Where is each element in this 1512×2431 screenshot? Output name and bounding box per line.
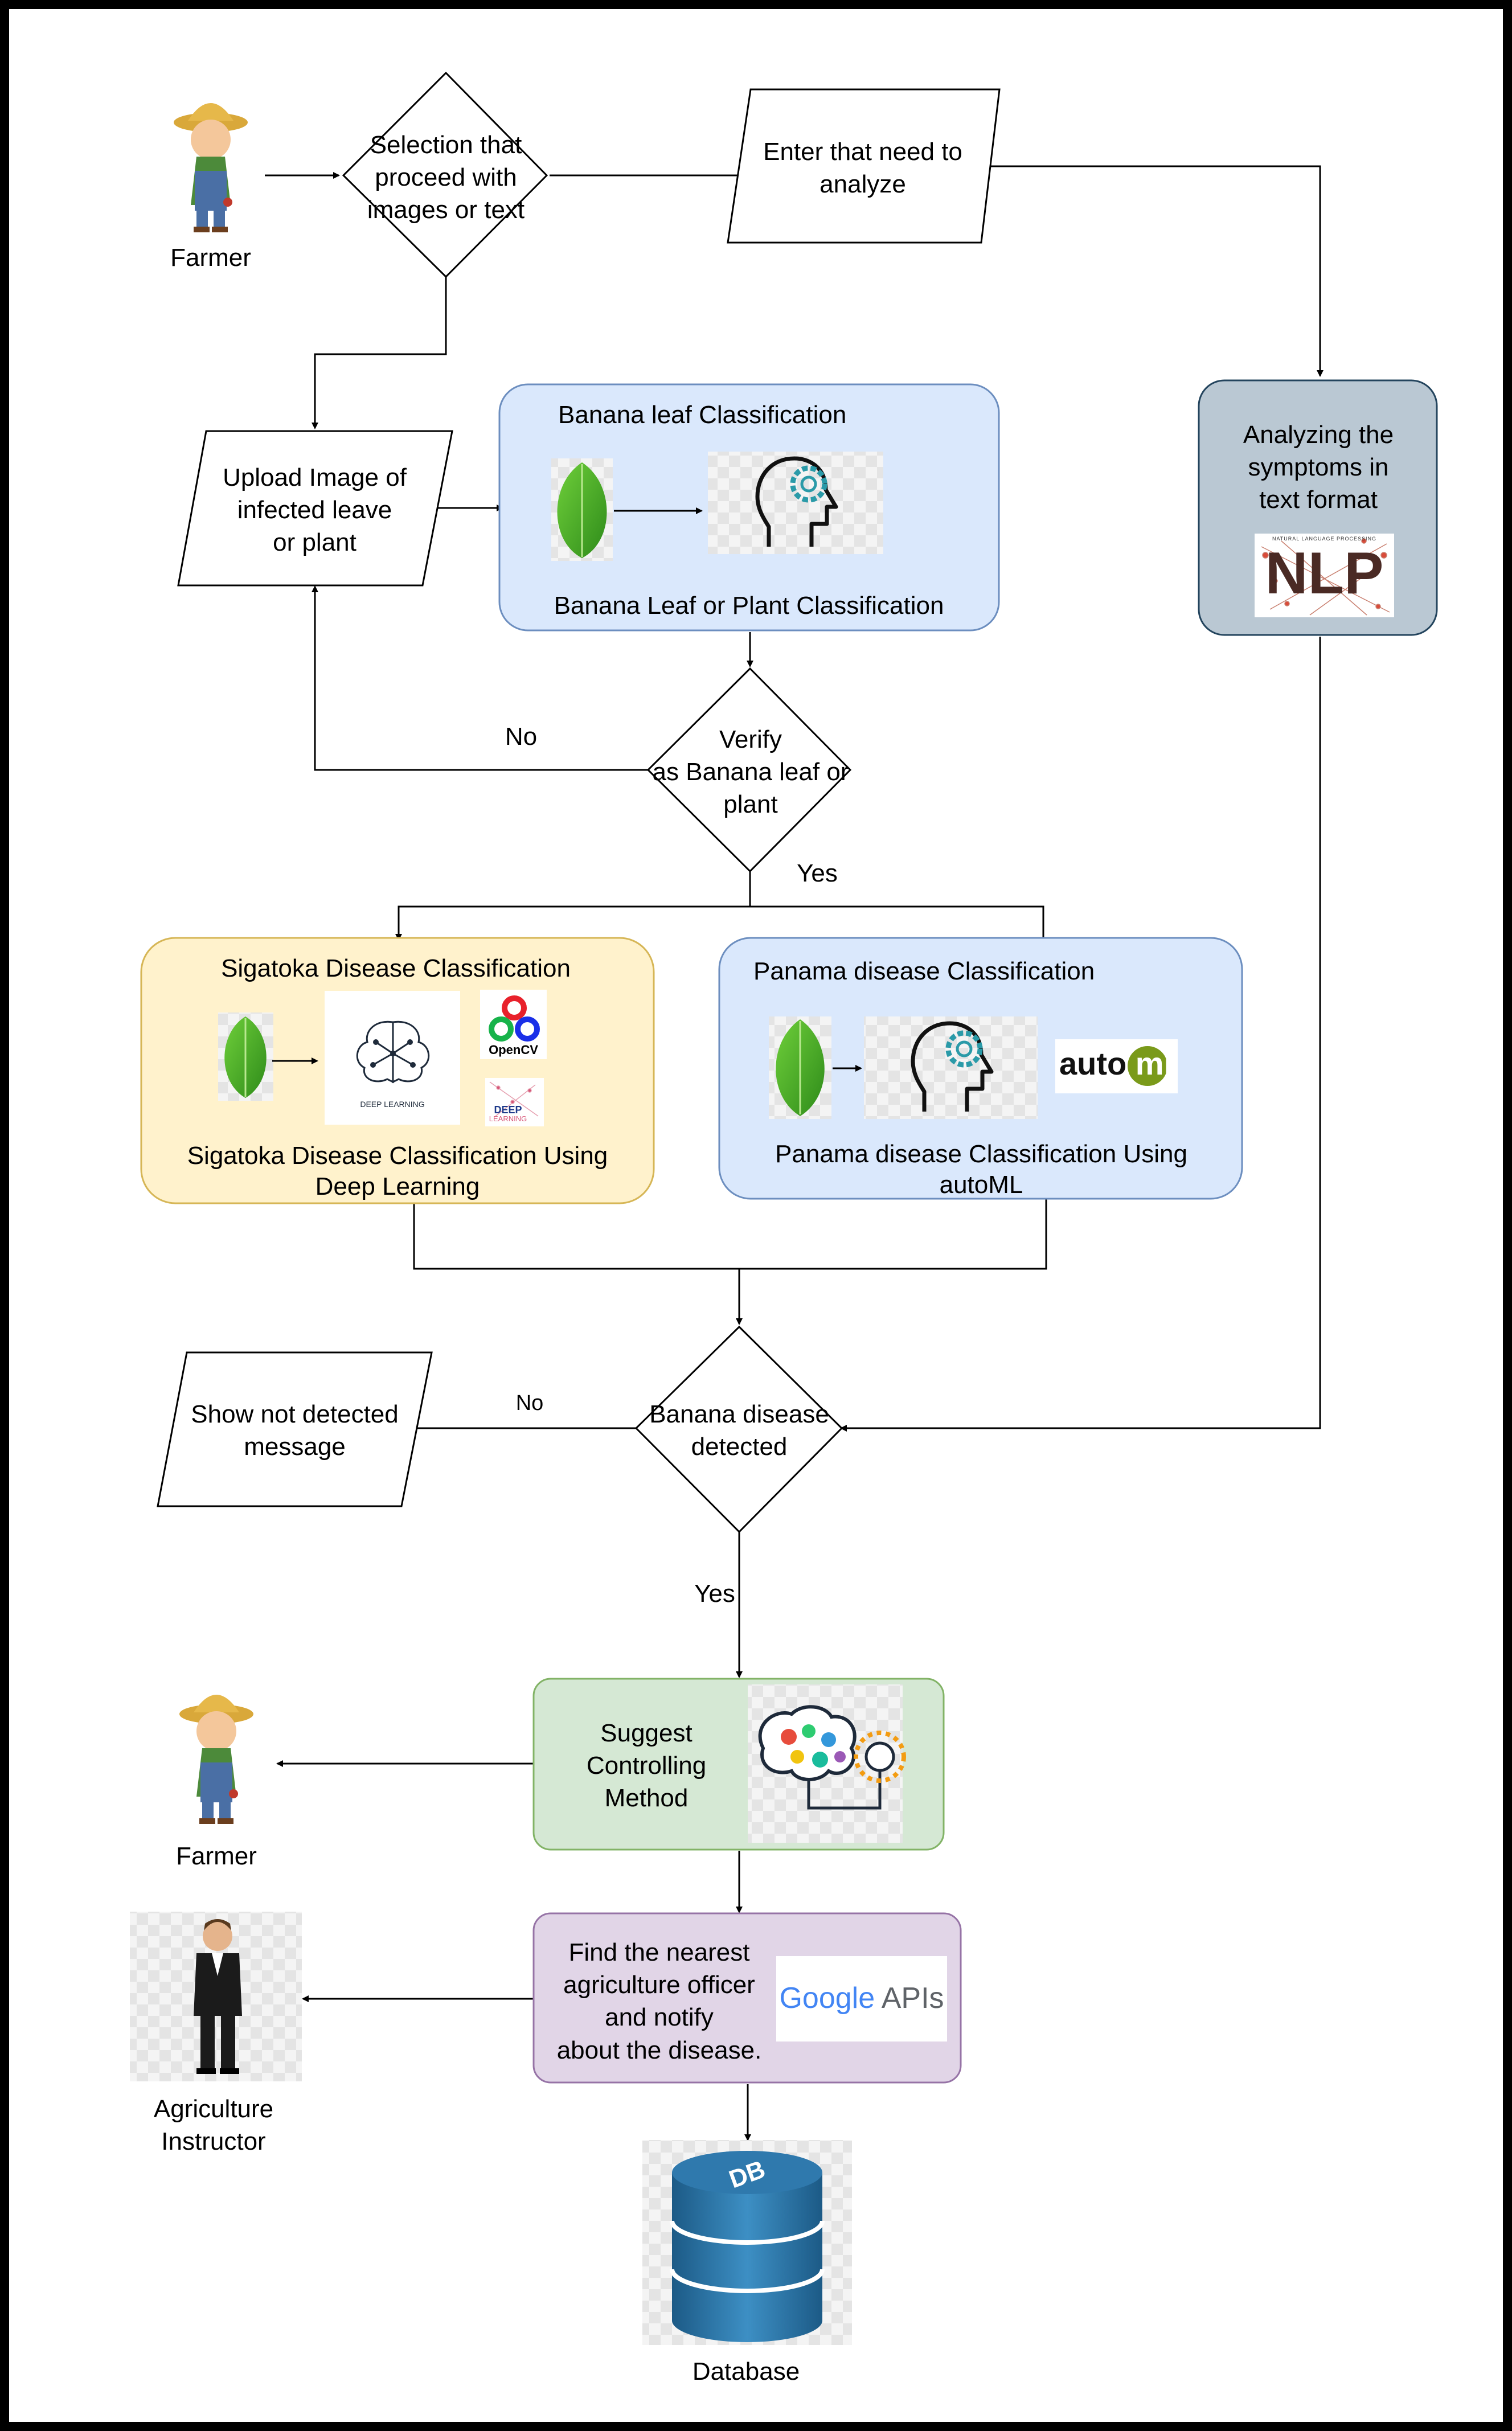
sigatoka-title: Sigatoka Disease Classification [221,954,571,982]
automl-ml-circle [1128,1046,1167,1086]
apis-wordmark: APIs [881,1982,944,2015]
arrow-sigatoka-merge [413,1203,739,1270]
google-apis-text: Google APIs [776,1983,947,2013]
connectors [265,165,1323,2141]
panama-ai-head-icon [864,1016,1038,1119]
arrow-split-to-panama [750,905,1044,944]
upload-parallelogram [177,430,453,587]
opencv-label: OpenCV [489,1043,538,1057]
farmer-top-figure [174,103,248,232]
detected-yes-label: Yes [694,1580,735,1608]
enter-label: Enter that need to analyze [763,138,962,199]
automl-auto: auto [1059,1046,1127,1081]
notify-label: Find the nearest agriculture officer and… [556,1938,762,2064]
deep-small-2: LEARNING [489,1114,527,1123]
detected-diamond [634,1325,843,1534]
database-icon [642,2140,852,2345]
instructor-label: Agriculture Instructor [153,2095,274,2156]
not-detected-label: Show not detected message [191,1400,399,1461]
arrow-verify-no-to-upload [312,585,649,771]
google-wordmark: Google [779,1982,875,2015]
brain-gears-image [748,1684,906,1843]
panama-leaf-image [769,1016,831,1119]
nlp-label: Analyzing the symptoms in text format [1243,421,1394,514]
detected-no-label: No [515,1391,544,1415]
selection-diamond [342,71,548,278]
arrow-selection-to-upload [312,277,447,429]
google-apis-logo [776,1956,947,2041]
verify-yes-label: Yes [797,859,838,887]
detected-label: Banana disease detected [649,1400,829,1461]
verify-label: Verify as Banana leaf or plant [652,725,849,819]
selection-label: Selection that proceed with images or te… [367,131,525,224]
arrow-panama-merge [739,1199,1047,1270]
panama-title: Panama disease Classification [753,957,1095,985]
arrow-enter-to-nlp [982,165,1323,377]
upload-label: Upload Image of infected leave or plant [223,464,407,557]
panama-caption: Panama disease Classification Using auto… [775,1140,1187,1199]
not-detected-parallelogram [157,1351,433,1507]
farmer-top-label: Farmer [170,244,251,272]
verify-no-label: No [505,723,538,751]
deep-small-1: DEEP [494,1104,522,1116]
banana-classification-caption: Banana Leaf or Plant Classification [554,592,944,620]
nlp-icon-caption: NATURAL LANGUAGE PROCESSING [1272,536,1377,542]
nlp-icon-text: NLP [1265,540,1384,606]
nlp-icon [1255,534,1394,617]
database-label: Database [692,2358,800,2385]
banana-classification-title: Banana leaf Classification [558,401,847,429]
farmer-bottom-label: Farmer [176,1842,257,1870]
enter-parallelogram [727,88,1001,244]
banana-leaf-image [551,458,613,561]
deep-learning-image [325,991,460,1125]
suggest-label: Suggest Controlling Method [586,1719,707,1813]
dl-image-label: DEEP LEARNING [360,1100,425,1109]
arrow-split-to-sigatoka [395,905,750,941]
deep-learning-small-logo [485,1078,544,1126]
automl-text: auto ml [1059,1048,1173,1080]
arrow-nlp-to-detected [840,637,1321,1432]
automl-ml: ml [1135,1046,1173,1081]
sigatoka-caption: Sigatoka Disease Classification Using De… [187,1142,608,1200]
opencv-logo [480,990,547,1059]
verify-diamond [646,667,852,873]
sigatoka-leaf-image [218,1012,273,1101]
instructor-figure [130,1912,302,2081]
ai-head-icon [708,452,883,554]
farmer-bottom-figure [179,1695,253,1824]
